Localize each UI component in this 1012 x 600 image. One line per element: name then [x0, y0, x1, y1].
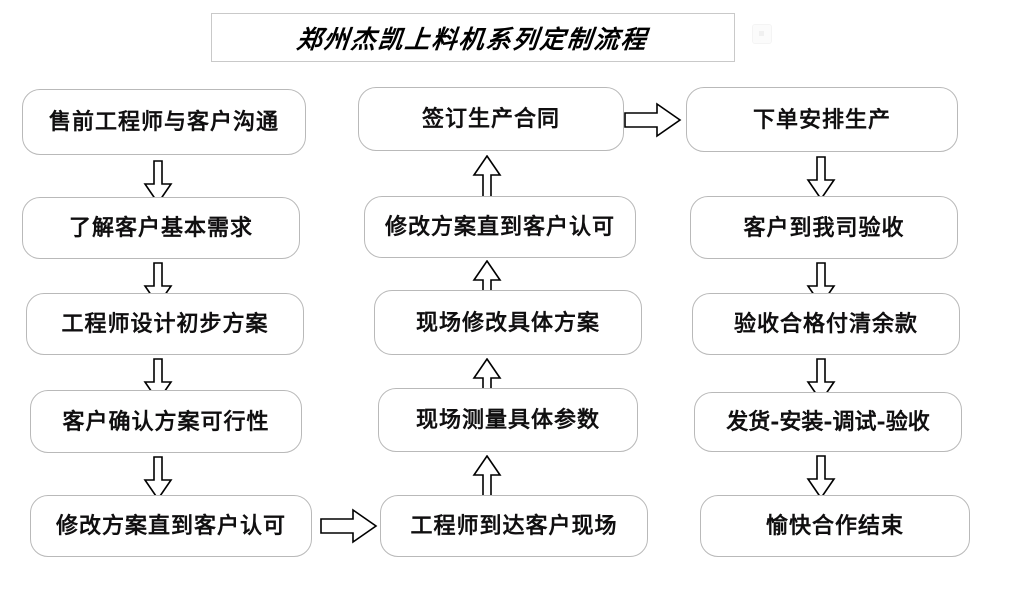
chart-title: 郑州杰凯上料机系列定制流程 — [295, 24, 650, 54]
node-understand-needs[interactable]: 了解客户基本需求 — [22, 197, 300, 259]
chart-title-box: 郑州杰凯上料机系列定制流程 — [211, 13, 735, 62]
node-onsite-measure-params[interactable]: 现场测量具体参数 — [378, 388, 638, 452]
node-confirm-feasibility[interactable]: 客户确认方案可行性 — [30, 390, 302, 453]
arrow-middle-2-1 — [472, 155, 502, 199]
arrow-left-to-middle — [320, 508, 378, 544]
node-cooperation-end[interactable]: 愉快合作结束 — [700, 495, 970, 557]
node-label: 修改方案直到客户认可 — [55, 513, 286, 539]
node-revise-until-approved-middle[interactable]: 修改方案直到客户认可 — [364, 196, 636, 258]
node-design-draft-plan[interactable]: 工程师设计初步方案 — [26, 293, 304, 355]
node-presale-communication[interactable]: 售前工程师与客户沟通 — [22, 89, 306, 155]
watermark-icon — [752, 24, 772, 44]
node-ship-install-debug-accept[interactable]: 发货-安装-调试-验收 — [694, 392, 962, 452]
node-onsite-revise-plan[interactable]: 现场修改具体方案 — [374, 290, 642, 355]
node-label: 验收合格付清余款 — [733, 311, 918, 337]
node-label: 客户确认方案可行性 — [62, 408, 270, 435]
node-label: 下单安排生产 — [752, 106, 891, 133]
node-engineer-arrives-onsite[interactable]: 工程师到达客户现场 — [380, 495, 648, 557]
node-label: 修改方案直到客户认可 — [384, 214, 615, 240]
node-label: 工程师设计初步方案 — [61, 311, 269, 337]
node-place-order-production[interactable]: 下单安排生产 — [686, 87, 958, 152]
node-label: 签订生产合同 — [421, 106, 560, 132]
node-label: 了解客户基本需求 — [68, 215, 253, 241]
node-sign-contract[interactable]: 签订生产合同 — [358, 87, 624, 151]
node-customer-inspection[interactable]: 客户到我司验收 — [690, 196, 958, 259]
arrow-left-1-2 — [143, 160, 173, 204]
arrow-left-4-5 — [143, 456, 173, 500]
node-revise-until-approved-left[interactable]: 修改方案直到客户认可 — [30, 495, 312, 557]
arrow-right-4-5 — [806, 455, 836, 499]
arrow-middle-5-4 — [472, 455, 502, 499]
node-label: 客户到我司验收 — [743, 214, 905, 241]
arrow-right-3-4 — [806, 358, 836, 402]
node-label: 售前工程师与客户沟通 — [48, 109, 279, 135]
node-pay-balance[interactable]: 验收合格付清余款 — [692, 293, 960, 355]
node-label: 现场修改具体方案 — [415, 309, 600, 336]
node-label: 愉快合作结束 — [765, 513, 904, 539]
node-label: 发货-安装-调试-验收 — [726, 409, 930, 435]
node-label: 现场测量具体参数 — [415, 407, 600, 433]
arrow-middle-to-right — [624, 102, 682, 138]
node-label: 工程师到达客户现场 — [410, 513, 618, 539]
arrow-right-1-2 — [806, 156, 836, 200]
